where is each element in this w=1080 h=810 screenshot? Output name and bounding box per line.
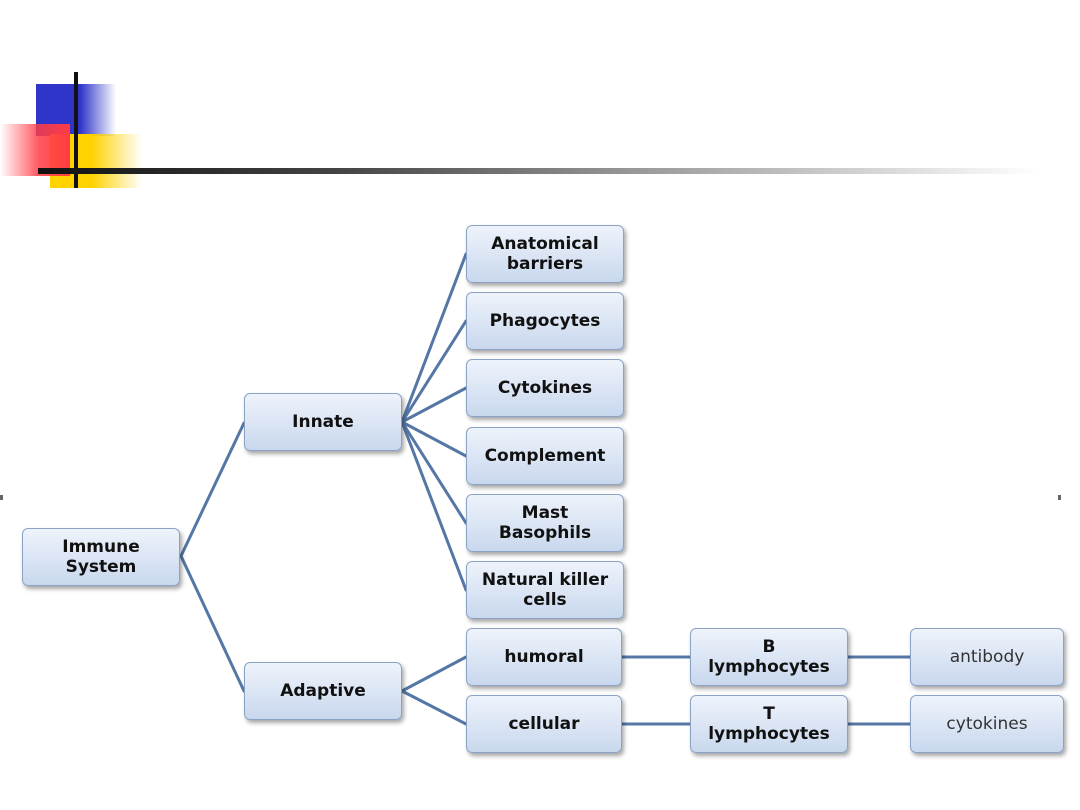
node-mast-basophils: Mast Basophils: [466, 494, 624, 552]
node-anatomical-barriers: Anatomical barriers: [466, 225, 624, 283]
connector-adaptive-cellular: [400, 689, 468, 726]
node-humoral: humoral: [466, 628, 622, 686]
red-square-decoration: [0, 124, 70, 176]
node-immune-system: Immune System: [22, 528, 180, 586]
vertical-rule-decoration: [74, 72, 78, 188]
node-complement: Complement: [466, 427, 624, 485]
node-antibody: antibody: [910, 628, 1064, 686]
node-natural-killer-cells: Natural killer cells: [466, 561, 624, 619]
node-b-lymphocytes: B lymphocytes: [690, 628, 848, 686]
connector-innate-complement: [400, 420, 468, 458]
connector-immune-innate: [179, 421, 246, 558]
connector-innate-anatomical: [400, 252, 468, 424]
connector-innate-nk: [400, 420, 468, 592]
node-t-lymphocytes: T lymphocytes: [690, 695, 848, 753]
connector-innate-cytokines: [400, 386, 468, 424]
horizontal-rule-decoration: [38, 168, 1038, 174]
connector-innate-mast: [400, 420, 468, 525]
right-edge-mark: [1058, 495, 1061, 500]
connector-adaptive-humoral: [400, 655, 468, 693]
node-adaptive: Adaptive: [244, 662, 402, 720]
left-edge-mark: [0, 495, 3, 500]
node-cellular: cellular: [466, 695, 622, 753]
connector-immune-adaptive: [179, 554, 246, 693]
node-cytokines-innate: Cytokines: [466, 359, 624, 417]
node-cytokines-cellular: cytokines: [910, 695, 1064, 753]
node-innate: Innate: [244, 393, 402, 451]
connector-innate-phagocytes: [400, 319, 468, 424]
node-phagocytes: Phagocytes: [466, 292, 624, 350]
